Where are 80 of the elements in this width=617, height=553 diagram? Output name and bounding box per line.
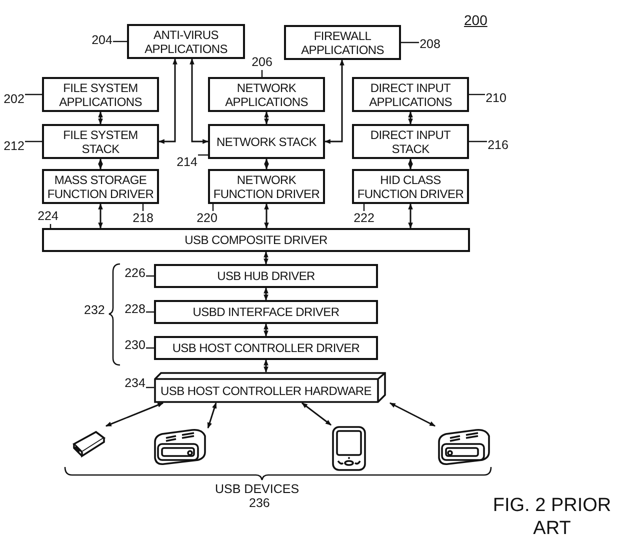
reference-number: 224 — [37, 209, 59, 224]
box-label: USBD INTERFACE DRIVER — [192, 305, 340, 319]
leader-line — [198, 154, 208, 156]
leader-line — [113, 40, 127, 42]
arrow — [264, 359, 268, 373]
leader-line — [469, 94, 485, 96]
process-box — [208, 124, 325, 159]
box-label: DIRECT INPUT STACK — [369, 128, 452, 156]
arrow — [105, 402, 164, 427]
process-box — [42, 124, 159, 159]
leader-line — [25, 140, 42, 142]
reference-number: 226 — [124, 266, 146, 281]
arrow — [302, 402, 332, 426]
process-box — [127, 24, 245, 59]
arrow — [324, 59, 344, 144]
reference-number: 232 — [84, 303, 105, 317]
arrow — [98, 111, 103, 125]
process-box — [154, 300, 378, 324]
box-label: NETWORK FUNCTION DRIVER — [212, 172, 321, 200]
box-label: HID CLASS FUNCTION DRIVER — [356, 172, 465, 200]
reference-number: 212 — [3, 139, 25, 154]
box-label: USB HOST CONTROLLER DRIVER — [172, 341, 360, 355]
arrow — [408, 203, 413, 229]
arrow — [389, 402, 436, 427]
box-label: USB HUB DRIVER — [217, 269, 315, 283]
arrow — [264, 111, 269, 125]
figure-number: 200 — [464, 12, 488, 28]
box-label: MASS STORAGE FUNCTION DRIVER — [46, 172, 155, 200]
leader-line — [401, 42, 419, 44]
process-box — [284, 25, 401, 60]
reference-number: 204 — [91, 33, 113, 48]
process-box — [154, 336, 378, 360]
reference-number: 236 — [249, 496, 270, 510]
box-label: FILE SYSTEM STACK — [62, 128, 139, 156]
box-label: ANTI-VIRUS APPLICATIONS — [144, 28, 228, 56]
reference-number: 234 — [124, 376, 146, 391]
process-box — [352, 124, 469, 159]
reference-number: 228 — [124, 302, 146, 317]
reference-number: 230 — [124, 338, 146, 353]
reference-number: 214 — [176, 155, 198, 170]
arrow — [98, 203, 103, 229]
arrow — [408, 111, 413, 125]
reference-number: 202 — [3, 92, 25, 107]
reference-number: 220 — [196, 211, 218, 226]
reference-number: 208 — [419, 37, 441, 52]
device-drawing — [435, 426, 493, 468]
group-label: USB DEVICES — [215, 482, 300, 496]
arrow — [98, 158, 103, 170]
box-label: USB COMPOSITE DRIVER — [184, 233, 328, 247]
reference-number: 218 — [132, 211, 154, 226]
device-drawing — [152, 428, 208, 468]
process-box — [352, 77, 469, 112]
process-box — [154, 264, 378, 288]
process-box — [42, 77, 159, 112]
box-label: NETWORK STACK — [216, 134, 316, 148]
arrow — [264, 323, 268, 337]
arrow — [190, 58, 209, 144]
arrow — [408, 158, 413, 170]
reference-number: 210 — [485, 91, 507, 106]
figure-caption: FIG. 2 PRIOR ART — [492, 494, 612, 540]
process-box — [42, 228, 470, 252]
arrow — [158, 58, 178, 144]
handheld-device-drawing — [331, 425, 367, 472]
arrow — [264, 287, 268, 301]
leader-line — [25, 94, 42, 96]
box-label: DIRECT INPUT APPLICATIONS — [368, 80, 453, 108]
arrow — [264, 158, 269, 170]
reference-number: 206 — [251, 55, 273, 70]
box-label: FILE SYSTEM APPLICATIONS — [58, 80, 143, 108]
box-label: NETWORK APPLICATIONS — [224, 80, 309, 108]
box-label: USB HOST CONTROLLER HARDWARE — [160, 384, 372, 398]
arrow — [207, 402, 217, 429]
process-box — [208, 77, 325, 112]
reference-number: 216 — [487, 138, 509, 153]
arrow — [264, 251, 268, 265]
box-label: FIREWALL APPLICATIONS — [300, 28, 385, 56]
arrow — [264, 203, 269, 229]
hardware-block — [154, 372, 386, 403]
reference-number: 222 — [353, 211, 375, 226]
leader-line — [469, 140, 487, 142]
